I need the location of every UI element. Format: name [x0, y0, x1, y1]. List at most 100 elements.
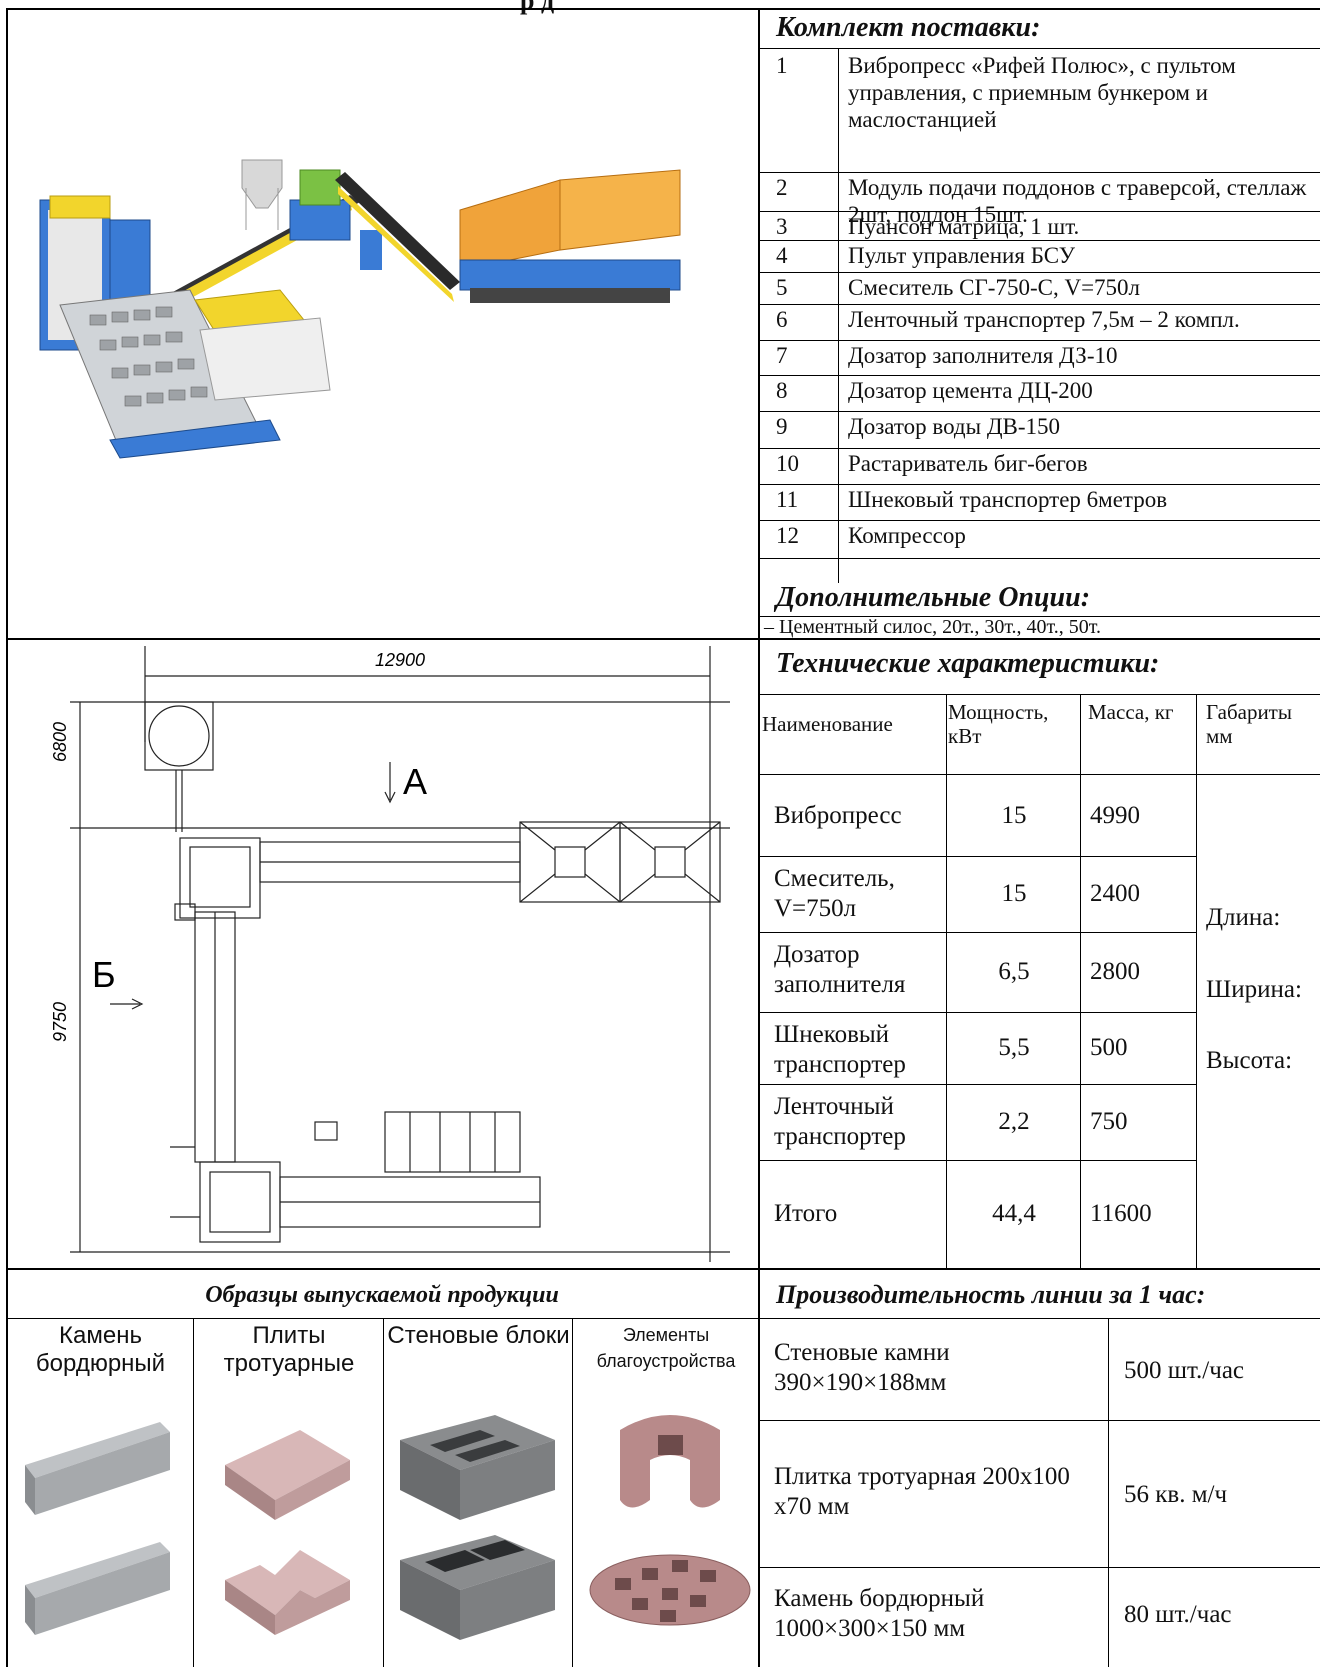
- productivity-row-rule-2: [760, 1567, 1320, 1568]
- spec-row-mass: 11600: [1090, 1200, 1152, 1227]
- specs-col-rule-2: [1080, 694, 1081, 1268]
- productivity-row-name-0: Стеновые камни 390×190×188мм: [774, 1339, 950, 1396]
- productivity-row-rule-1: [760, 1420, 1320, 1421]
- layout-drawing: 12900 6800 9750 А Б: [50, 646, 730, 1262]
- productivity-title: Производительность линии за 1 час:: [776, 1280, 1206, 1309]
- dim-side-label: 9750: [50, 1002, 70, 1042]
- spec-row-name: Итого: [774, 1200, 838, 1227]
- spec-row-name: Ленточный транспортер: [774, 1093, 906, 1150]
- curb-stone-image: [25, 1422, 170, 1635]
- kit-item-text: Пуансон матрица, 1 шт.: [848, 214, 1080, 239]
- product-label-curb: Камень бордюрный: [35, 1322, 166, 1377]
- kit-item-number: 10: [776, 451, 799, 476]
- spec-row-power: 44,4: [992, 1200, 1036, 1227]
- spec-row-power: 15: [1001, 880, 1027, 907]
- kit-item-text: Смеситель СГ-750-С, V=750л: [848, 275, 1141, 300]
- product-label-landscape: Элементы благоустройства: [596, 1325, 736, 1371]
- specs-header-top-rule: [760, 694, 1320, 695]
- spec-row-mass: 750: [1090, 1108, 1128, 1135]
- kit-row-rule: [760, 211, 1320, 212]
- kit-row-rule: [760, 172, 1320, 173]
- kit-item-text: Дозатор заполнителя ДЗ-10: [848, 343, 1118, 368]
- specs-col-rule-3: [1196, 694, 1197, 1268]
- kit-row-rule: [760, 520, 1320, 521]
- kit-row-rule: [760, 375, 1320, 376]
- kit-item-number: 9: [776, 414, 788, 439]
- specs-col-rule-1: [946, 694, 947, 1268]
- kit-item-number: 6: [776, 307, 788, 332]
- kit-rule: [760, 48, 1320, 49]
- kit-item-text: Модуль подачи поддонов с траверсой, стел…: [848, 175, 1307, 227]
- spec-row-rule: [760, 856, 1196, 857]
- productivity-row-value-2: 80 шт./час: [1124, 1601, 1232, 1628]
- productivity-row-value-1: 56 кв. м/ч: [1124, 1481, 1228, 1508]
- spec-row-mass: 500: [1090, 1034, 1128, 1061]
- dims-width-label: Ширина:: [1206, 976, 1302, 1003]
- specs-title: Технические характеристики:: [776, 648, 1160, 679]
- spec-row-power: 6,5: [998, 958, 1030, 985]
- options-text: – Цементный силос, 20т., 30т., 40т., 50т…: [764, 616, 1102, 638]
- kit-title: Комплект поставки:: [776, 12, 1041, 43]
- spec-row-name: Вибропресс: [774, 802, 902, 829]
- kit-item-number: 8: [776, 378, 788, 403]
- kit-item-number: 3: [776, 214, 788, 239]
- productivity-col-rule: [1108, 1318, 1109, 1667]
- specs-header-mass: Масса, кг: [1088, 700, 1174, 724]
- kit-row-rule: [760, 272, 1320, 273]
- kit-item-text: Ленточный транспортер 7,5м – 2 компл.: [848, 307, 1240, 332]
- spec-row-name: Шнековый транспортер: [774, 1021, 906, 1078]
- options-rule: [760, 616, 1320, 617]
- kit-row-rule: [760, 340, 1320, 341]
- kit-item-number: 7: [776, 343, 788, 368]
- products-col-rule-3: [572, 1318, 573, 1667]
- productivity-row-name-2: Камень бордюрный 1000×300×150 мм: [774, 1585, 985, 1642]
- kit-item-number: 11: [776, 487, 799, 512]
- kit-row-rule: [760, 448, 1320, 449]
- spec-row-mass: 2800: [1090, 958, 1140, 985]
- kit-row-rule: [760, 558, 1320, 559]
- kit-row-rule: [760, 304, 1320, 305]
- spec-row-rule: [760, 1084, 1196, 1085]
- specs-header-name: Наименование: [762, 712, 893, 736]
- productivity-row-name-1: Плитка тротуарная 200x100 x70 мм: [774, 1463, 1070, 1520]
- spec-row-power: 15: [1001, 802, 1027, 829]
- kit-row-rule: [760, 411, 1320, 412]
- product-label-wall-blocks: Стеновые блоки: [387, 1322, 570, 1349]
- row-divider-2: [6, 1268, 1320, 1270]
- product-label-pavers: Плиты тротуарные: [223, 1322, 355, 1377]
- kit-num-col-rule: [838, 48, 839, 583]
- dims-length-label: Длина:: [1206, 904, 1281, 931]
- kit-item-number: 4: [776, 243, 788, 268]
- specs-header-bottom-rule: [760, 774, 1320, 775]
- row-divider-1: [6, 638, 1320, 640]
- kit-item-text: Дозатор цемента ДЦ-200: [848, 378, 1093, 403]
- specs-header-dims: Габариты мм: [1206, 700, 1292, 748]
- spec-row-name: Дозатор заполнителя: [774, 941, 906, 998]
- spec-row-rule: [760, 932, 1196, 933]
- page-title: р д: [520, 0, 555, 15]
- spec-row-power: 5,5: [998, 1034, 1030, 1061]
- spec-row-rule: [760, 1012, 1196, 1013]
- productivity-row-value-0: 500 шт./час: [1124, 1357, 1245, 1384]
- kit-item-text: Растариватель биг-бегов: [848, 451, 1088, 476]
- dim-width-label: 12900: [375, 650, 425, 670]
- center-divider: [758, 8, 760, 1667]
- dim-top-label: 6800: [50, 722, 70, 762]
- kit-row-rule: [760, 484, 1320, 485]
- kit-item-text: Пульт управления БСУ: [848, 243, 1076, 268]
- kit-item-number: 2: [776, 175, 788, 200]
- kit-item-text: Дозатор воды ДВ-150: [848, 414, 1061, 439]
- kit-row-rule: [760, 240, 1320, 241]
- top-border: [6, 8, 1320, 10]
- kit-item-text: Шнековый транспортер 6метров: [848, 487, 1168, 512]
- spec-row-power: 2,2: [998, 1108, 1030, 1135]
- kit-item-text: Вибропресс «Рифей Полюс», с пультом упра…: [848, 53, 1236, 132]
- view-b-label: Б: [92, 954, 116, 995]
- paving-slab-image: [225, 1430, 350, 1635]
- spec-row-mass: 4990: [1090, 802, 1140, 829]
- kit-item-number: 12: [776, 523, 799, 548]
- production-line-illustration: [39, 159, 681, 459]
- wall-block-image: [400, 1415, 555, 1640]
- view-a-label: А: [403, 761, 427, 802]
- specs-header-power: Мощность, кВт: [948, 700, 1049, 748]
